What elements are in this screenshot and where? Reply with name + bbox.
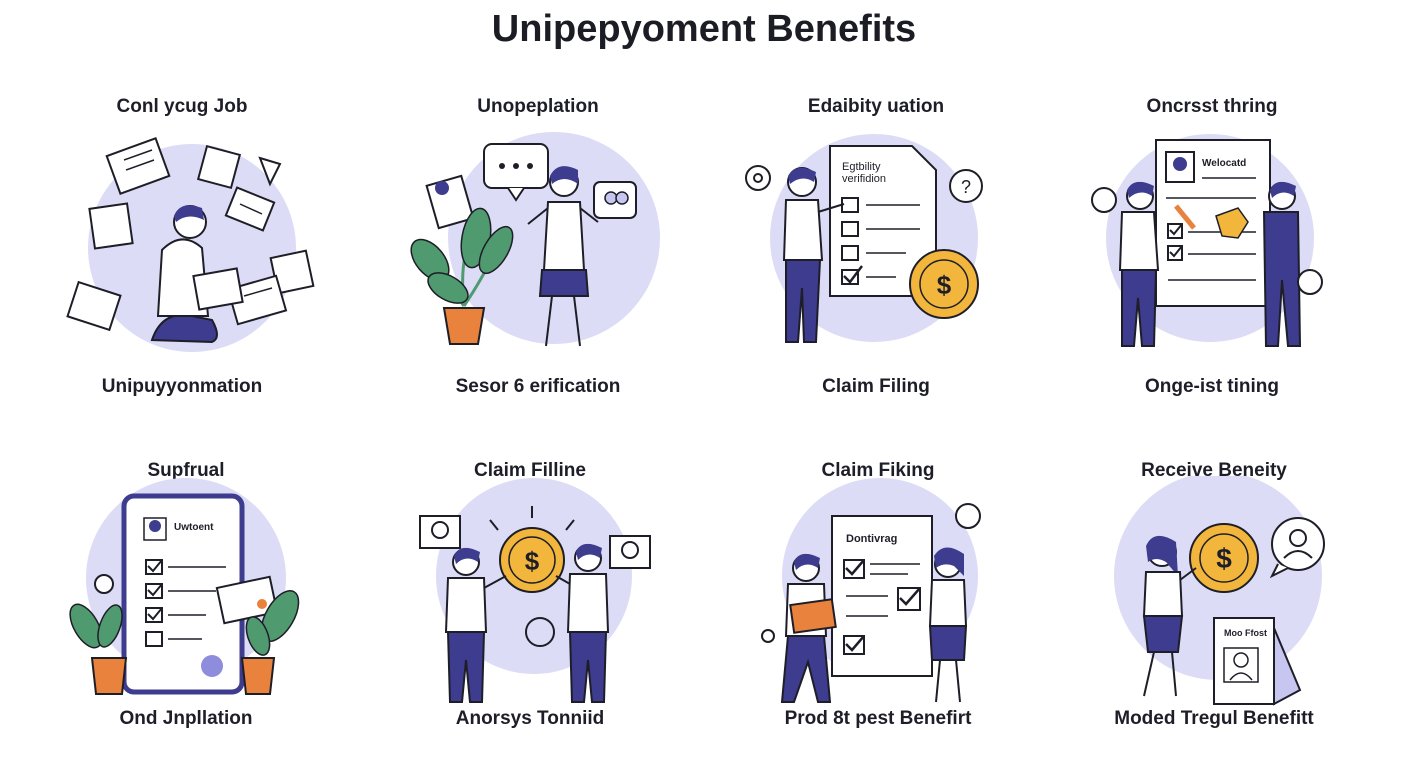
claim-review-icon: Dontivrag — [761, 478, 981, 703]
doc-heading: Dontivrag — [846, 533, 897, 545]
svg-text:$: $ — [1216, 543, 1232, 574]
card-top-label: Oncrsst thring — [1146, 96, 1278, 117]
card-bottom-label: Moded Tregul Benefitt — [1114, 708, 1314, 729]
card-bottom-label: Unipuyyonmation — [101, 376, 263, 397]
receive-benefit-icon: $ Moo Ffost — [1114, 476, 1325, 706]
benefit-card-8: Receive Beneity $ Moo Ffost Moded Tregul… — [1044, 460, 1384, 750]
doc-heading: Uwtoent — [174, 522, 214, 533]
card-top-label: Edaibity uation — [807, 96, 945, 117]
card-bottom-label: Onge-ist tining — [1144, 376, 1280, 397]
benefit-card-4: Oncrsst thring Welocatd Onge-ist tining — [1042, 96, 1382, 406]
svg-text:$: $ — [937, 270, 952, 300]
benefit-card-1: Conl ycug Job Unipuyyonmation — [12, 96, 352, 406]
doc-heading: Moo Ffost — [1224, 628, 1267, 638]
document-handoff-icon: Welocatd — [1091, 134, 1323, 347]
doc-heading-line-1: Egtbility — [842, 161, 881, 173]
card-top-label: Claim Fiking — [821, 460, 935, 481]
coin-exchange-icon: $ — [419, 478, 651, 703]
card-top-label: Claim Filline — [474, 460, 586, 481]
benefit-card-2: Unopeplation Sesor 6 erification — [368, 96, 708, 406]
doc-heading: Welocatd — [1202, 158, 1246, 169]
card-bottom-label: Prod 8t pest Benefirt — [784, 708, 972, 729]
card-bottom-label: Anorsys Tonniid — [455, 708, 605, 729]
eligibility-checklist-icon: Egtbility verifidion $ ? — [745, 134, 983, 343]
card-top-label: Conl ycug Job — [116, 96, 248, 117]
card-top-label: Supfrual — [147, 460, 225, 481]
losing-job-icon — [66, 137, 315, 352]
svg-text:?: ? — [961, 177, 971, 197]
page-title: Unipepyoment Benefits — [491, 8, 917, 50]
svg-text:$: $ — [525, 546, 540, 576]
benefit-card-6: Claim Filline $ Anorsys Tonniid — [360, 460, 700, 750]
card-bottom-label: Ond Jnpllation — [119, 708, 253, 729]
benefit-card-5: Supfrual Uwtoent Ond Jnpllation — [16, 460, 356, 750]
card-top-label: Unopeplation — [477, 96, 599, 117]
doc-heading-line-2: verifidion — [842, 173, 886, 185]
benefit-card-3: Edaibity uation Egtbility verifidion $ ?… — [706, 96, 1046, 406]
tablet-form-icon: Uwtoent — [69, 478, 300, 695]
application-chat-icon — [410, 132, 660, 347]
card-bottom-label: Claim Filing — [822, 376, 930, 397]
card-bottom-label: Sesor 6 erification — [455, 376, 621, 397]
card-top-label: Receive Beneity — [1141, 460, 1287, 481]
benefit-card-7: Claim Fiking Dontivrag Prod 8t pest Bene… — [708, 460, 1048, 750]
